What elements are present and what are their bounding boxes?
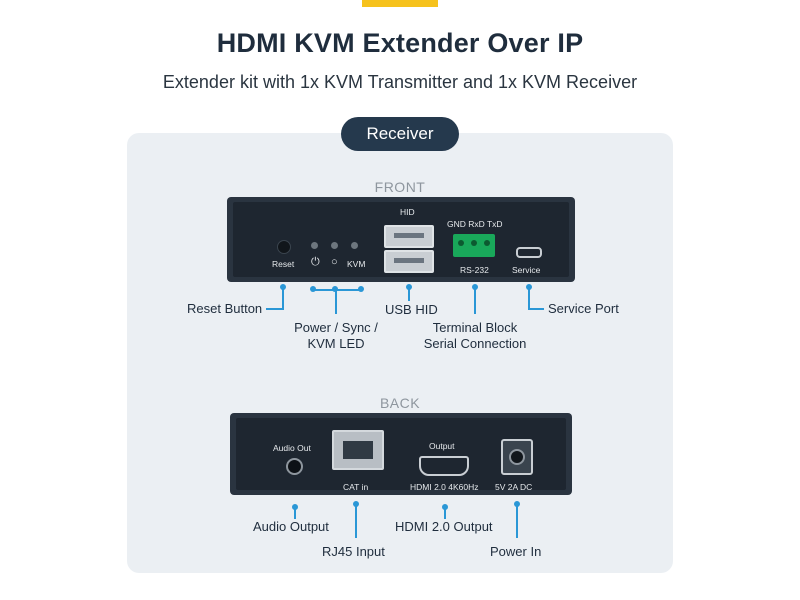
rj45-callout-line bbox=[355, 504, 357, 538]
dc-power-jack bbox=[501, 439, 533, 475]
service-port bbox=[516, 247, 542, 258]
service-label: Service bbox=[512, 265, 541, 275]
power-spec-label: 5V 2A DC bbox=[495, 482, 533, 492]
usb-port-top bbox=[384, 225, 434, 248]
cat-in-label: CAT in bbox=[343, 482, 369, 492]
back-section-label: BACK bbox=[379, 395, 421, 411]
reset-label: Reset bbox=[272, 259, 295, 269]
sync-icon: ○ bbox=[331, 256, 338, 268]
receiver-front-panel: Reset ⏻ ○ KVM HID GND RxD TxD RS-232 Ser… bbox=[227, 197, 575, 282]
terminal-callout-line2: Serial Connection bbox=[423, 336, 527, 351]
hdmi-port bbox=[419, 456, 469, 476]
hid-label: HID bbox=[400, 207, 415, 217]
reset-callout-dot bbox=[280, 284, 286, 290]
page-subtitle: Extender kit with 1x KVM Transmitter and… bbox=[162, 72, 638, 92]
usb-hid-callout: USB HID bbox=[385, 302, 438, 317]
led-callout-line1: Power / Sync / bbox=[294, 320, 378, 335]
front-section-label: FRONT bbox=[374, 179, 426, 195]
accent-bar bbox=[362, 0, 438, 7]
led-callout-line bbox=[335, 289, 337, 314]
reset-button bbox=[277, 240, 291, 254]
reset-callout-arm bbox=[266, 308, 284, 310]
reset-button-callout: Reset Button bbox=[187, 301, 263, 316]
kvm-led bbox=[351, 242, 358, 249]
service-callout-line bbox=[528, 287, 530, 309]
rj45-port bbox=[332, 430, 384, 470]
led-callout-dot-1 bbox=[310, 286, 316, 292]
hdmi-callout-line bbox=[444, 507, 446, 519]
receiver-back-panel: Audio Out CAT in Output HDMI 2.0 4K60Hz … bbox=[230, 413, 572, 495]
terminal-callout-dot bbox=[472, 284, 478, 290]
rs232-label: RS-232 bbox=[460, 265, 489, 275]
output-label: Output bbox=[429, 441, 455, 451]
hdmi-callout-dot bbox=[442, 504, 448, 510]
kvm-label: KVM bbox=[347, 259, 366, 269]
service-callout-arm bbox=[528, 308, 544, 310]
reset-callout-line bbox=[282, 287, 284, 309]
sync-led bbox=[331, 242, 338, 249]
power-callout-dot bbox=[514, 501, 520, 507]
service-callout-dot bbox=[526, 284, 532, 290]
hdmi-spec-label: HDMI 2.0 4K60Hz bbox=[410, 482, 479, 492]
usb-callout-line bbox=[408, 287, 410, 301]
hdmi-output-callout: HDMI 2.0 Output bbox=[395, 519, 493, 534]
led-callout-bar bbox=[313, 289, 363, 291]
terminal-callout-line1: Terminal Block bbox=[432, 320, 518, 335]
rj45-input-callout: RJ45 Input bbox=[322, 544, 385, 559]
terminal-block bbox=[453, 234, 495, 257]
receiver-badge: Receiver bbox=[341, 117, 459, 151]
audio-jack bbox=[286, 458, 303, 475]
audio-out-label: Audio Out bbox=[273, 443, 311, 453]
page-title: HDMI KVM Extender Over IP bbox=[216, 28, 584, 58]
usb-callout-dot bbox=[406, 284, 412, 290]
led-callout-line2: KVM LED bbox=[307, 336, 365, 351]
audio-callout-dot bbox=[292, 504, 298, 510]
audio-output-callout: Audio Output bbox=[253, 519, 329, 534]
rj45-callout-dot bbox=[353, 501, 359, 507]
terminal-pins-label: GND RxD TxD bbox=[447, 219, 503, 229]
service-port-callout: Service Port bbox=[548, 301, 619, 316]
usb-port-bottom bbox=[384, 250, 434, 273]
audio-callout-line bbox=[294, 507, 296, 519]
power-led bbox=[311, 242, 318, 249]
power-callout-line bbox=[516, 504, 518, 538]
led-callout-dot-2 bbox=[332, 286, 338, 292]
power-icon: ⏻ bbox=[311, 256, 320, 268]
led-callout-dot-3 bbox=[358, 286, 364, 292]
terminal-callout-line bbox=[474, 287, 476, 314]
power-in-callout: Power In bbox=[490, 544, 542, 559]
